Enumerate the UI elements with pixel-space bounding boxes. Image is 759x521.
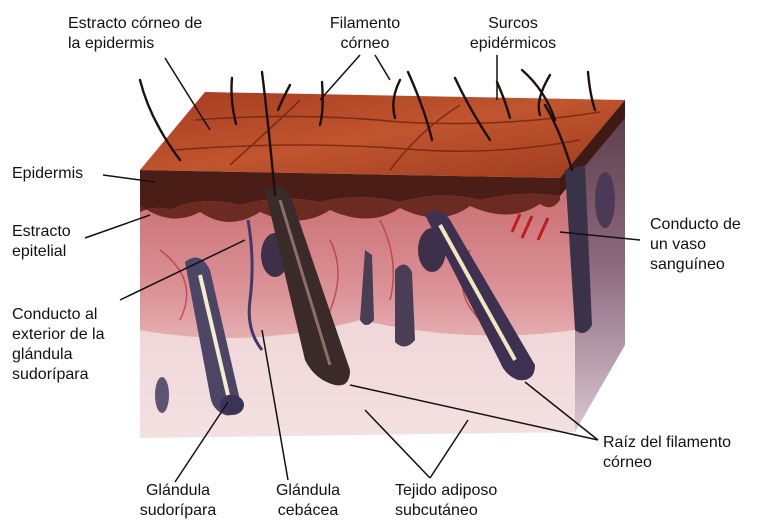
label-sweat-gland: Glándula sudorípara — [118, 481, 238, 521]
label-sebaceous-gland: Glándula cebácea — [258, 481, 358, 521]
label-sweat-duct: Conducto al exterior de la glándula sudo… — [12, 305, 105, 385]
label-blood-vessel-duct: Conducto de un vaso sanguíneo — [650, 215, 741, 275]
stratum-corneum-surface — [140, 92, 625, 178]
label-epidermal-furrows: Surcos epidérmicos — [458, 14, 568, 54]
label-epithelial-layer: Estracto epitelial — [12, 222, 71, 262]
label-epidermis: Epidermis — [12, 164, 83, 184]
label-adipose-tissue: Tejido adiposo subcutáneo — [395, 481, 497, 521]
label-hair-root: Raíz del filamento córneo — [603, 433, 731, 473]
label-hair-filament: Filamento córneo — [320, 14, 410, 54]
label-stratum-corneum: Estracto córneo de la epidermis — [68, 14, 202, 54]
